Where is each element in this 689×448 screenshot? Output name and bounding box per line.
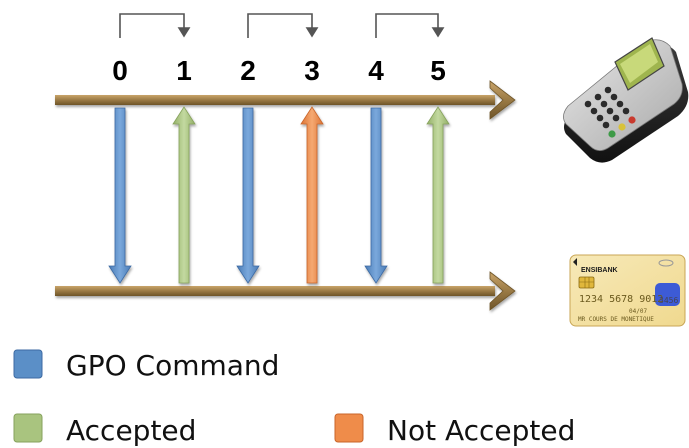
legend-item-accepted: Accepted — [13, 413, 196, 447]
legend-swatch-gpo — [13, 349, 43, 379]
pair-bracket-0-1 — [119, 13, 191, 38]
message-arrow-2-gpo — [236, 107, 260, 284]
legend-item-gpo: GPO Command — [13, 349, 279, 382]
card-number-tail: 3456 — [659, 296, 678, 305]
terminal-timeline — [55, 80, 516, 120]
index-label-4: 4 — [368, 55, 384, 86]
message-arrow-1-accepted — [172, 106, 196, 284]
index-label-5: 5 — [430, 55, 446, 86]
legend-label-gpo: GPO Command — [66, 349, 279, 382]
pair-bracket-2-3 — [247, 13, 319, 38]
index-label-2: 2 — [240, 55, 256, 86]
message-arrow-0-gpo — [108, 107, 132, 284]
card-timeline — [55, 271, 516, 311]
legend-label-accepted: Accepted — [66, 414, 196, 447]
card-holder: MR COURS DE MONETIQUE — [578, 316, 654, 323]
index-label-1: 1 — [176, 55, 192, 86]
card-number: 1234 5678 9012 — [579, 294, 663, 305]
legend-label-not-accepted: Not Accepted — [387, 414, 575, 447]
card-bank-name: ENSIBANK — [581, 267, 618, 274]
message-arrow-4-gpo — [364, 107, 388, 284]
pair-bracket-4-5 — [375, 13, 445, 38]
payment-terminal-icon — [563, 37, 689, 163]
index-label-0: 0 — [112, 55, 128, 86]
card-expiry: 04/07 — [629, 308, 647, 315]
legend: GPO Command Accepted Not Accepted — [13, 349, 575, 447]
smart-card-icon: ENSIBANK 1234 5678 9012 3456 04/07 MR CO… — [569, 254, 686, 327]
legend-item-not-accepted: Not Accepted — [334, 413, 575, 447]
legend-swatch-accepted — [13, 413, 43, 443]
index-label-3: 3 — [304, 55, 320, 86]
message-arrow-5-accepted — [426, 106, 450, 284]
legend-swatch-not-accepted — [334, 413, 364, 443]
message-arrow-3-not-accepted — [300, 106, 324, 284]
